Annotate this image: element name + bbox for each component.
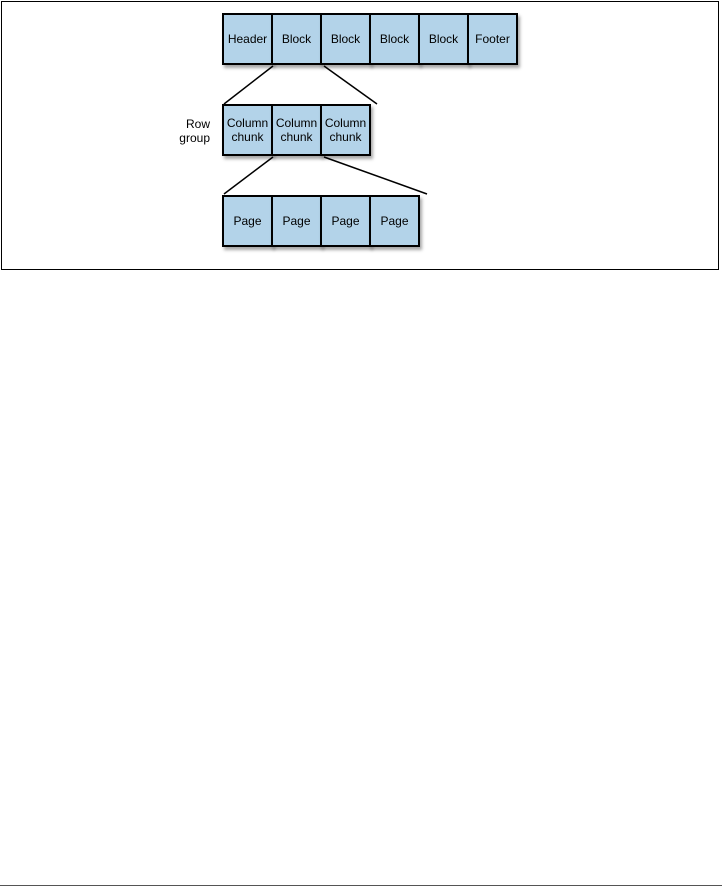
- connector-chunk-to-pages-left: [223, 156, 274, 195]
- connector-block-to-rowgroup-left: [223, 65, 274, 105]
- row-group: Column chunk Column chunk Column chunk: [222, 104, 371, 156]
- bottom-rule: [0, 885, 722, 886]
- connector-lines: [223, 65, 428, 195]
- page-box: Page: [271, 195, 322, 247]
- file-block-box: Block: [369, 13, 420, 65]
- page-box: Page: [369, 195, 420, 247]
- column-chunk-box: Column chunk: [271, 104, 322, 156]
- file-row: Header Block Block Block Block Footer: [222, 13, 518, 65]
- file-block-box: Block: [271, 13, 322, 65]
- column-chunk-box: Column chunk: [320, 104, 371, 156]
- page-box: Page: [222, 195, 273, 247]
- file-block-box: Block: [320, 13, 371, 65]
- file-block-box: Block: [418, 13, 469, 65]
- file-header-box: Header: [222, 13, 273, 65]
- column-chunk-box: Column chunk: [222, 104, 273, 156]
- page-row: Page Page Page Page: [222, 195, 420, 247]
- connector-block-to-rowgroup-right: [323, 65, 378, 105]
- file-footer-box: Footer: [467, 13, 518, 65]
- connector-chunk-to-pages-right: [323, 156, 428, 195]
- page-box: Page: [320, 195, 371, 247]
- row-group-label: Row group: [179, 117, 210, 145]
